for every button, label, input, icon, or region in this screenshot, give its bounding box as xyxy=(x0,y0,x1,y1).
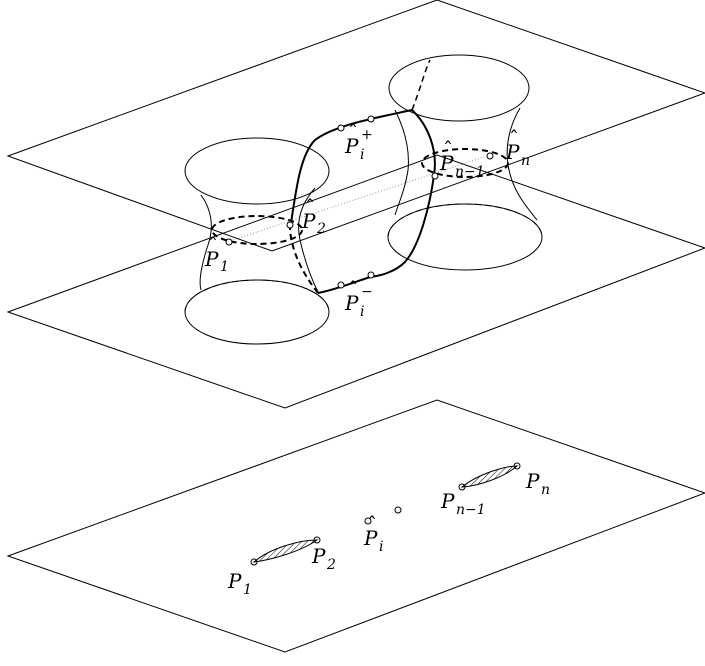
point-pi-a xyxy=(364,517,372,525)
svg-text:P: P xyxy=(301,209,316,233)
svg-text:P: P xyxy=(344,291,359,315)
inter-throat-line xyxy=(229,154,491,242)
svg-text:P: P xyxy=(363,526,378,550)
labels: P ˆ 1 P ˆ 2 P ˆ i + P ˆ n−1 P ˆ n xyxy=(204,120,550,598)
svg-text:P: P xyxy=(344,134,359,158)
point-p2-hat xyxy=(286,221,294,229)
svg-text:ˆ: ˆ xyxy=(509,126,519,150)
cycle-path xyxy=(289,59,436,294)
svg-text:P: P xyxy=(525,469,540,493)
label-p2-hat: P ˆ 2 xyxy=(301,195,326,237)
cycle-right-descent xyxy=(369,109,436,278)
cycle-upper-arc xyxy=(289,109,413,231)
right-throat-waist xyxy=(421,148,509,178)
point-pi-plus-b xyxy=(367,115,375,123)
right-throat-bottom-hidden xyxy=(387,203,543,238)
right-throat-top-ellipse xyxy=(388,54,530,122)
svg-text:i: i xyxy=(379,539,383,555)
cut-pn1-pn xyxy=(460,465,519,488)
label-pi-minus: P ˆ i − xyxy=(344,277,373,320)
point-pi-minus-a xyxy=(337,281,345,289)
point-pn1-hat xyxy=(431,172,439,180)
right-throat xyxy=(387,54,543,271)
label-pn: P n xyxy=(525,469,550,498)
label-pn-hat: P ˆ n xyxy=(505,126,530,169)
label-p2: P 2 xyxy=(311,544,336,573)
svg-text:ˆ: ˆ xyxy=(367,512,377,536)
label-pi: P ˆ i xyxy=(363,512,383,555)
left-throat-left-wall xyxy=(199,194,212,291)
point-pi-plus-a xyxy=(337,124,345,132)
point-pn-hat xyxy=(486,152,494,160)
left-throat-top-ellipse xyxy=(184,137,330,205)
svg-text:ˆ: ˆ xyxy=(443,137,453,161)
svg-text:ˆ: ˆ xyxy=(348,120,358,144)
left-throat-waist xyxy=(211,215,303,245)
svg-text:ˆ: ˆ xyxy=(208,233,218,257)
svg-text:1: 1 xyxy=(220,259,229,275)
cycle-left-hidden xyxy=(289,229,319,294)
svg-text:i: i xyxy=(360,304,364,320)
svg-text:n−1: n−1 xyxy=(455,164,485,180)
right-throat-left-wall xyxy=(394,109,409,216)
svg-text:n: n xyxy=(521,153,530,169)
point-pi-b xyxy=(394,506,402,514)
label-pn1: P n−1 xyxy=(440,489,486,518)
cycle-lower-arc xyxy=(317,276,371,294)
marked-points xyxy=(225,115,521,566)
cycle-upper-right-hidden xyxy=(411,59,431,111)
upper-sheet xyxy=(6,0,705,252)
svg-text:2: 2 xyxy=(316,221,326,237)
label-p1-hat: P ˆ 1 xyxy=(204,233,229,275)
cut-p1-p2 xyxy=(252,539,319,563)
svg-text:P: P xyxy=(505,140,520,164)
point-p1-hat xyxy=(225,238,233,246)
svg-text:1: 1 xyxy=(243,582,252,598)
label-pn1-hat: P ˆ n−1 xyxy=(439,137,485,180)
svg-text:P: P xyxy=(311,544,326,568)
svg-text:2: 2 xyxy=(326,557,336,573)
svg-text:P: P xyxy=(227,569,242,593)
svg-text:P: P xyxy=(440,489,455,513)
left-throat-right-wall xyxy=(298,187,319,293)
svg-text:−: − xyxy=(361,284,373,300)
svg-text:i: i xyxy=(360,147,364,163)
left-throat-bottom-hidden xyxy=(184,279,330,313)
svg-text:P: P xyxy=(204,247,219,271)
svg-text:ˆ: ˆ xyxy=(305,195,315,219)
svg-text:+: + xyxy=(361,127,373,143)
point-pi-minus-b xyxy=(367,271,375,279)
label-p1: P 1 xyxy=(227,569,252,598)
svg-text:n: n xyxy=(541,482,550,498)
left-throat xyxy=(184,137,330,345)
base-plane xyxy=(6,399,705,653)
svg-text:ˆ: ˆ xyxy=(348,277,358,301)
svg-text:n−1: n−1 xyxy=(456,502,486,518)
label-pi-plus: P ˆ i + xyxy=(344,120,373,163)
svg-text:P: P xyxy=(439,151,454,175)
